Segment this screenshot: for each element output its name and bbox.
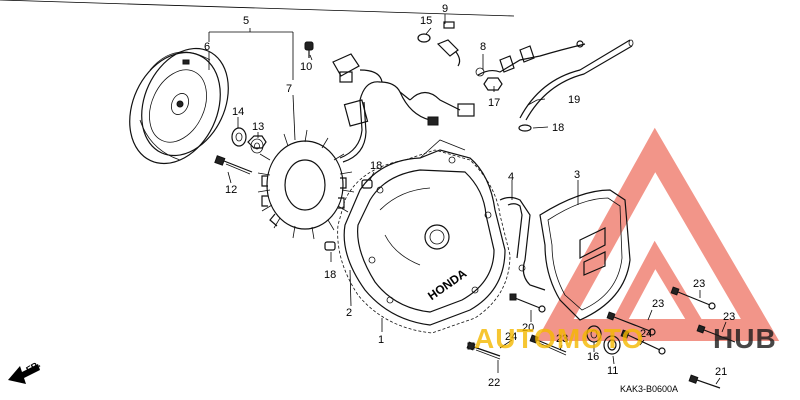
- wire-clamp: [475, 40, 586, 77]
- part-label-17: 17: [488, 97, 500, 109]
- diagram-code: KAK3-B0600A: [620, 384, 678, 394]
- part-label-2: 2: [346, 307, 352, 319]
- bolt-22: [688, 374, 721, 389]
- sprocket-cover: [539, 189, 631, 321]
- part-label-1: 1: [378, 334, 384, 346]
- leader-lines: [0, 0, 727, 385]
- part-label-18-upper: 18: [370, 160, 382, 172]
- part-label-19: 18: [552, 122, 564, 134]
- bolt-23-upper-right: [670, 286, 716, 310]
- part-label-4: 4: [508, 171, 514, 183]
- direction-label: FR.: [24, 359, 42, 375]
- screw-10: [304, 41, 314, 58]
- dowel-pin-lower: [324, 241, 336, 251]
- part-label-12: 12: [225, 184, 237, 196]
- part-label-23-right: 23: [652, 298, 664, 310]
- part-label-15: 15: [420, 15, 432, 27]
- cap-11: [603, 335, 621, 355]
- part-label-10: 10: [300, 61, 312, 73]
- watermark-text-part2: HUB: [713, 323, 777, 354]
- cover-brand-text: HONDA: [425, 266, 469, 303]
- flywheel: [129, 47, 229, 165]
- wire-harness: [332, 53, 475, 163]
- part-label-8: 8: [480, 41, 486, 53]
- part-label-23-center: 23: [556, 333, 568, 345]
- bolt-23-left: [467, 342, 475, 350]
- part-label-21: 20: [522, 322, 534, 334]
- part-label-24-right: 24: [640, 328, 652, 340]
- stator: [257, 129, 355, 240]
- part-label-7: 7: [286, 83, 292, 95]
- arrow-icon: [8, 364, 40, 384]
- switch-assembly: [417, 21, 461, 67]
- part-label-23-bottom: 22: [488, 377, 500, 389]
- part-label-23-upper-right: 23: [693, 278, 705, 290]
- part-label-5: 5: [243, 15, 249, 27]
- watermark-text: AUTOMOTO HUB: [474, 323, 777, 354]
- bolt-21: [509, 293, 546, 313]
- watermark-text-part1: AUTOMOTO: [474, 323, 644, 354]
- cover-bracket: [499, 196, 546, 291]
- bolt-24-right: [620, 329, 666, 355]
- bolt-23-center: [529, 334, 567, 356]
- part-label-14: 14: [232, 106, 244, 118]
- flange-nut: [247, 135, 267, 154]
- bolt-23-far-right: [696, 324, 736, 343]
- part-label-16: 16: [587, 351, 599, 363]
- part-label-11: 11: [607, 365, 618, 377]
- part-label-6: 6: [204, 41, 210, 53]
- part-label-9: 9: [442, 3, 448, 15]
- grommet-17: [483, 77, 503, 91]
- part-label-24-left: 24: [505, 331, 517, 343]
- part-label-3: 3: [574, 169, 580, 181]
- part-label-13: 13: [252, 121, 264, 133]
- tube-clip: [518, 124, 532, 132]
- part-labels: 5 6 7 14 13 12 10 9 15 8 17 19 18 18 4 3…: [204, 3, 735, 389]
- part-label-23-far-right: 23: [723, 311, 735, 323]
- breather-tube: [519, 39, 634, 121]
- front-direction-arrow: FR.: [8, 359, 42, 384]
- left-crankcase-cover: HONDA: [343, 139, 506, 326]
- cover-gasket: [337, 149, 511, 334]
- bolt-12: [214, 155, 253, 175]
- part-label-20: 19: [568, 94, 580, 106]
- bolt-23-right: [606, 311, 656, 336]
- part-label-18-lower: 18: [324, 269, 336, 281]
- watermark-triangle-inner: [603, 240, 713, 337]
- part-label-22: 21: [715, 366, 727, 378]
- dowel-pin-upper: [361, 179, 373, 189]
- washer: [231, 127, 247, 147]
